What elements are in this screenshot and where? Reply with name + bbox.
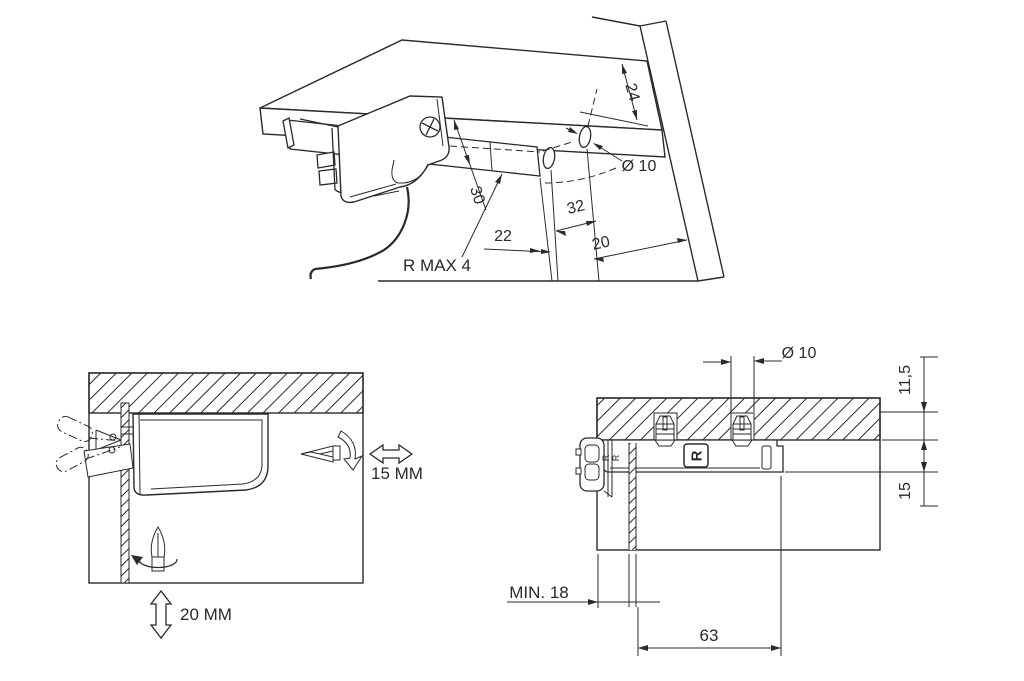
dimension-32: 32 — [555, 197, 597, 236]
logo-letter: R — [688, 450, 705, 461]
adjustment-20mm-label: 20 MM — [180, 605, 232, 624]
dimension-min18: MIN. 18 — [507, 554, 660, 608]
dimension-20: 20 — [591, 233, 688, 262]
dim-20-label: 20 — [591, 233, 612, 253]
fitting-body: R — [597, 439, 784, 473]
dim-22-label: 22 — [494, 228, 512, 245]
vertical-adjustment: 20 MM — [149, 589, 232, 640]
logo-letter-small: R — [601, 454, 611, 461]
extension-lines — [539, 111, 649, 282]
rotate-arrow-icon — [138, 558, 178, 569]
top-panel-section — [88, 372, 364, 414]
bracket-hook-arm — [314, 186, 410, 271]
brand-logo: R — [683, 443, 709, 468]
centerlines — [449, 88, 617, 184]
dim-63-label: 63 — [700, 626, 719, 645]
expanding-dowels — [655, 415, 752, 441]
dim-min18-label: MIN. 18 — [509, 583, 569, 602]
r-max-4-label: R MAX 4 — [403, 256, 471, 275]
adjustment-15mm-label: 15 MM — [371, 464, 423, 483]
phillips-screw-icon — [419, 116, 441, 138]
wall-fixing-detail — [83, 426, 134, 478]
fitting-profile — [132, 413, 269, 496]
cabinet-side-panel — [378, 16, 725, 282]
dim-30-label: 30 — [466, 184, 488, 206]
dim-11-5-label: 11,5 — [897, 365, 914, 395]
rotate-arrow-icon — [337, 430, 364, 471]
hook-block: R R — [575, 437, 621, 498]
logo-letter-small: R — [611, 454, 621, 461]
dimension-right-stack: 11,5 15 — [785, 356, 938, 507]
callout-r-max-4: R MAX 4 — [403, 173, 503, 275]
perspective-view: 24 30 22 32 20 — [259, 16, 725, 282]
screwdriver-vertical-icon — [131, 526, 178, 572]
dimension-22: 22 — [483, 228, 551, 254]
back-panel-section — [120, 402, 130, 584]
dimension-63: 63 — [637, 476, 782, 656]
section-view: R R R — [507, 345, 938, 656]
dimension-30: 30 — [453, 119, 488, 211]
dim-15-label: 15 — [897, 482, 914, 500]
fitting-slot — [761, 445, 772, 470]
dia10-section-label: Ø 10 — [782, 345, 817, 362]
horizontal-adjustment: 15 MM — [368, 443, 423, 483]
callout-dia10-top: Ø 10 — [565, 127, 657, 175]
double-arrow-vertical-icon — [149, 589, 173, 640]
dim-24-label: 24 — [621, 81, 642, 103]
dimension-24: 24 — [621, 63, 642, 121]
adjustment-view: 15 MM 20 MM — [55, 372, 423, 640]
dimension-dia10: Ø 10 — [703, 345, 816, 412]
mounting-holes — [542, 125, 592, 170]
suspension-bracket — [299, 95, 450, 280]
back-panel-strip — [628, 443, 637, 550]
dim-32-label: 32 — [565, 197, 586, 218]
screwdriver-icon — [300, 430, 364, 471]
dia10-top-label: Ø 10 — [622, 158, 657, 175]
phantom-screwdriver — [55, 415, 122, 473]
double-arrow-horizontal-icon — [368, 443, 414, 465]
